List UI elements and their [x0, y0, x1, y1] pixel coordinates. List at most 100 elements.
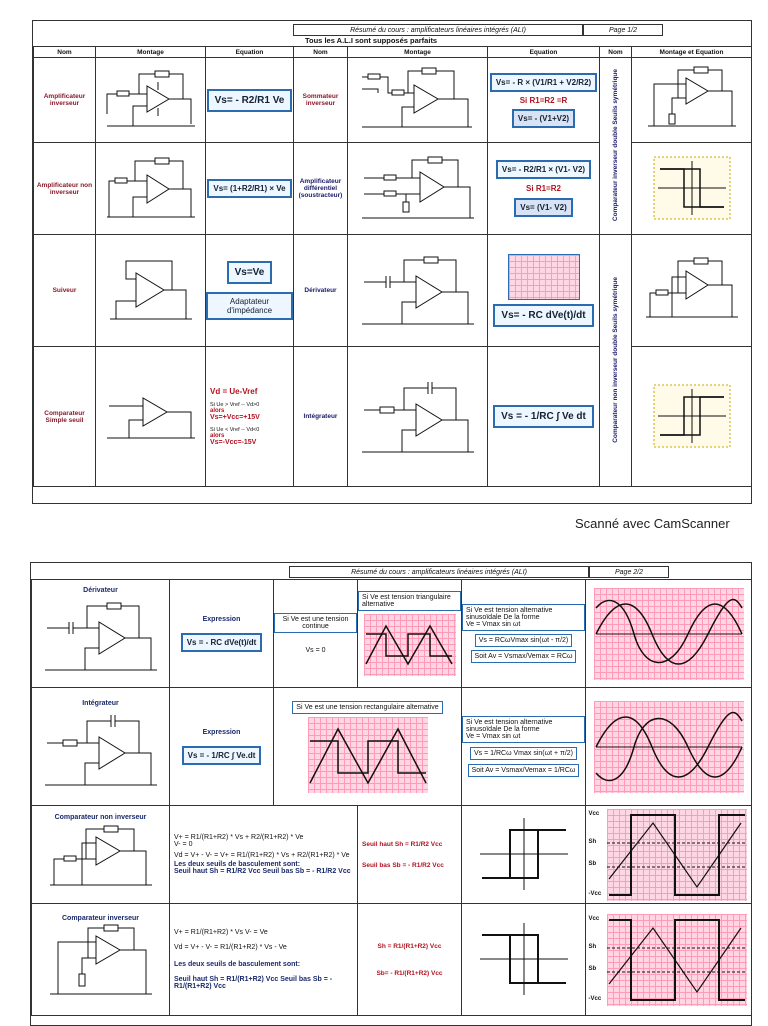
opamp-circuit-icon: [361, 67, 472, 128]
table-row: Dérivateur Expression Vs = - RC dVe(t)/d…: [31, 579, 752, 688]
equation-box: Vs= (1+R2/R1) × Ve: [207, 179, 292, 198]
row1-name2: Sommateur inverseur: [293, 57, 348, 143]
p2-derivator-sine-graph: [585, 579, 752, 688]
p2-inv-comparator-cell: Comparateur inverseur: [31, 903, 170, 1016]
hysteresis-graph: [653, 384, 730, 447]
summing-amp-schematic: [347, 57, 488, 143]
page2-header-page: Page 2/2: [589, 566, 669, 578]
col-nom-1: Nom: [33, 46, 96, 58]
noninv-hysteresis-graph: [631, 346, 752, 487]
row1-name: Amplificateur inverseur: [33, 57, 96, 143]
noninverting-amp-schematic: [95, 142, 206, 235]
p2-noninv-hysteresis: [461, 805, 586, 904]
page1-table: Nom Montage Equation Nom Montage Equatio…: [33, 46, 752, 487]
differential-amp-schematic: [347, 142, 488, 235]
equation-box: Vs= - R × (V1/R1 + V2/R2): [489, 72, 598, 92]
row3-name2: Dérivateur: [293, 234, 348, 347]
opamp-circuit-icon: [49, 924, 152, 995]
p2-derivator-cell: Dérivateur: [31, 579, 170, 688]
opamp-circuit-icon: [49, 825, 152, 886]
rectangular-wave-graph: [307, 716, 428, 793]
derivator-formula-note: [507, 254, 580, 300]
row4-name2: Intégrateur: [293, 346, 348, 487]
col-nom-3: Nom: [599, 46, 632, 58]
row2-name: Amplificateur non inverseur: [33, 142, 96, 235]
table-row: Comparateur Simple seuil Vd = Ue-Vref Si…: [33, 346, 752, 487]
page1-subtitle: Tous les A.L.I sont supposés parfaits: [305, 36, 438, 45]
row1-equation2: Vs= - R × (V1/R1 + V2/R2) Si R1=R2 =R Vs…: [487, 57, 600, 143]
col-montage-equation-3: Montage et Equation: [631, 46, 752, 58]
p2-inv-comparator-equations: V+ = R1/(R1+R2) * Vs V- = Ve Vd = V+ - V…: [169, 903, 358, 1016]
p2-integrator-case-rect: Si Ve est une tension rectangulaire alte…: [273, 687, 462, 806]
p2-noninv-wave-graph: Vcc Sh Sb -Vcc: [585, 805, 752, 904]
opamp-circuit-icon: [645, 257, 738, 317]
integrator-schematic: [347, 346, 488, 487]
hysteresis-graph: [479, 922, 568, 995]
row1-equation: Vs= - R2/R1 Ve: [205, 57, 294, 143]
inverting-amp-schematic: [95, 57, 206, 143]
row2-equation2: Vs= - R2/R1 × (V1- V2) Si R1=R2 Vs= (V1-…: [487, 142, 600, 235]
hysteresis-graph: [479, 817, 568, 890]
table-row: Suiveur Vs=Ve Adaptateur d'impédance Dér…: [33, 234, 752, 487]
table-row: Amplificateur non inverseur Vs= (1+R2/R1…: [33, 142, 752, 235]
equation-box: Adaptateur d'impédance: [206, 292, 293, 320]
page1-header-title: Résumé du cours : amplificateurs linéair…: [293, 24, 583, 36]
noninv-comparator-schematic: [631, 234, 752, 347]
equation-box: Vs=Ve: [226, 261, 273, 284]
col-equation-1: Equation: [205, 46, 294, 58]
p2-integrator-expression: Expression Vs = - 1/RC ∫ Ve.dt: [169, 687, 274, 806]
page2-table: Dérivateur Expression Vs = - RC dVe(t)/d…: [31, 579, 752, 1016]
col-nom-2: Nom: [293, 46, 348, 58]
row4-name: Comparateur Simple seuil: [33, 346, 96, 487]
p2-derivator-case-triangular: Si Ve est tension triangulaire alternati…: [357, 579, 462, 688]
equation-box: Vs= - (V1+V2): [511, 108, 576, 128]
equation-box: Vs = - 1/RC ∫ Ve dt: [493, 405, 594, 428]
sine-wave-graph: [594, 598, 743, 665]
p2-noninv-comparator-equations: V+ = R1/(R1+R2) * Vs + R2/(R1+R2) * Ve V…: [169, 805, 358, 904]
table-row: Intégrateur Expression Vs = - 1/RC ∫ Ve.…: [31, 687, 752, 806]
opamp-circuit-icon: [109, 260, 192, 319]
p2-derivator-expression: Expression Vs = - RC dVe(t)/dt: [169, 579, 274, 688]
equation-box: Vs = - 1/RC ∫ Ve.dt: [181, 745, 262, 765]
page-one: Résumé du cours : amplificateurs linéair…: [32, 20, 752, 504]
row2-name2: Amplificateur différentiel (soustracteur…: [293, 142, 348, 235]
follower-schematic: [95, 234, 206, 347]
side-label-cell-2: Comparateur non inverseur double Seuils …: [599, 234, 632, 487]
row4-equation2: Vs = - 1/RC ∫ Ve dt: [487, 346, 600, 487]
equation-box: Vs= - RC dVe(t)/dt: [493, 304, 594, 327]
p2-inv-thresholds: Sh = R1/(R1+R2) Vcc Sb= - R1/(R1+R2) Vcc: [357, 903, 462, 1016]
hysteresis-graph: [653, 156, 730, 219]
page1-header-row: Nom Montage Equation Nom Montage Equatio…: [33, 46, 752, 58]
p2-integrator-case-sine: Si Ve est tension alternative sinusoïdal…: [461, 687, 586, 806]
camscanner-watermark: Scanné avec CamScanner: [575, 516, 730, 531]
comparator-wave-graph: [606, 813, 747, 896]
inv-hysteresis-graph: [631, 142, 752, 235]
row3-equation2: Vs= - RC dVe(t)/dt: [487, 234, 600, 347]
col-montage-2: Montage: [347, 46, 488, 58]
page2-header-title: Résumé du cours : amplificateurs linéair…: [289, 566, 589, 578]
table-row: Amplificateur inverseur Vs= - R2/R1 Ve S…: [33, 57, 752, 235]
table-row: Comparateur inverseur V+ = R1/(R1+R2) * …: [31, 903, 752, 1016]
p2-noninv-thresholds: Seuil haut Sh = R1/R2 Vcc Seuil bas Sb =…: [357, 805, 462, 904]
p2-derivator-case-sine: Si Ve est tension alternative sinusoïdal…: [461, 579, 586, 688]
equation-box: Vs = - RC dVe(t)/dt: [180, 632, 263, 652]
opamp-circuit-icon: [44, 602, 157, 671]
opamp-circuit-icon: [106, 70, 195, 127]
opamp-circuit-icon: [106, 396, 195, 438]
sine-wave-graph: [594, 711, 743, 781]
opamp-circuit-icon: [647, 66, 736, 127]
p2-derivator-case-continuous: Si Ve est une tension continue Vs = 0: [273, 579, 358, 688]
col-montage-1: Montage: [95, 46, 206, 58]
p2-integrator-cell: Intégrateur: [31, 687, 170, 806]
row2-equation: Vs= (1+R2/R1) × Ve: [205, 142, 294, 235]
p2-inv-hysteresis: [461, 903, 586, 1016]
side-label-cell-1: Comparateur inverseur double Seuils symé…: [599, 57, 632, 235]
p2-noninv-comparator-cell: Comparateur non inverseur: [31, 805, 170, 904]
equation-box: Vs= - R2/R1 × (V1- V2): [495, 160, 592, 179]
inv-comparator-schematic: [631, 57, 752, 143]
p2-integrator-sine-graph: [585, 687, 752, 806]
opamp-circuit-icon: [361, 256, 474, 324]
opamp-circuit-icon: [44, 715, 157, 786]
row3-name: Suiveur: [33, 234, 96, 347]
col-equation-2: Equation: [487, 46, 600, 58]
